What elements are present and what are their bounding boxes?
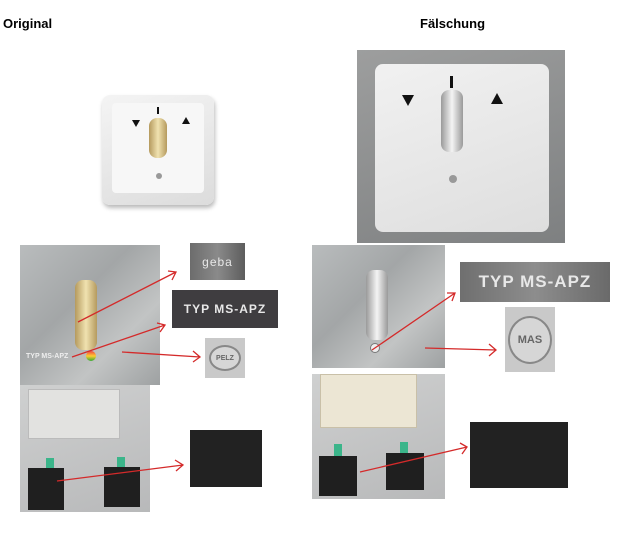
- original-brand-inset: geba: [190, 243, 245, 280]
- arrow-to-stamp: [121, 350, 202, 363]
- fake-heading: Fälschung: [420, 16, 486, 31]
- original-contact-inset: [190, 430, 262, 487]
- original-plate-photo: TYP MS-APZ: [20, 245, 160, 385]
- arrow-to-contact: [56, 459, 185, 482]
- original-heading: Original: [3, 16, 53, 31]
- fake-stamp-text: MAS: [508, 315, 552, 364]
- original-stamp-inset: PELZ: [205, 338, 245, 378]
- original-contacts-photo: [20, 385, 150, 512]
- original-switch-photo: [102, 95, 214, 205]
- arrow-to-fake-type: [371, 292, 456, 351]
- fake-type-inset: TYP MS-APZ: [460, 262, 610, 302]
- fake-plate-photo: [312, 245, 445, 368]
- arrow-to-type: [71, 322, 167, 358]
- original-stamp-text: PELZ: [209, 345, 241, 371]
- arrow-to-brand: [77, 270, 177, 323]
- fake-switch-photo: [357, 50, 565, 243]
- fake-contact-inset: [470, 422, 568, 488]
- fake-contacts-photo: [312, 374, 445, 499]
- fake-stamp-inset: MAS: [505, 307, 555, 372]
- original-type-inset: TYP MS-APZ: [172, 290, 278, 328]
- arrow-to-fake-contact: [359, 442, 468, 473]
- arrow-to-fake-stamp: [424, 343, 497, 357]
